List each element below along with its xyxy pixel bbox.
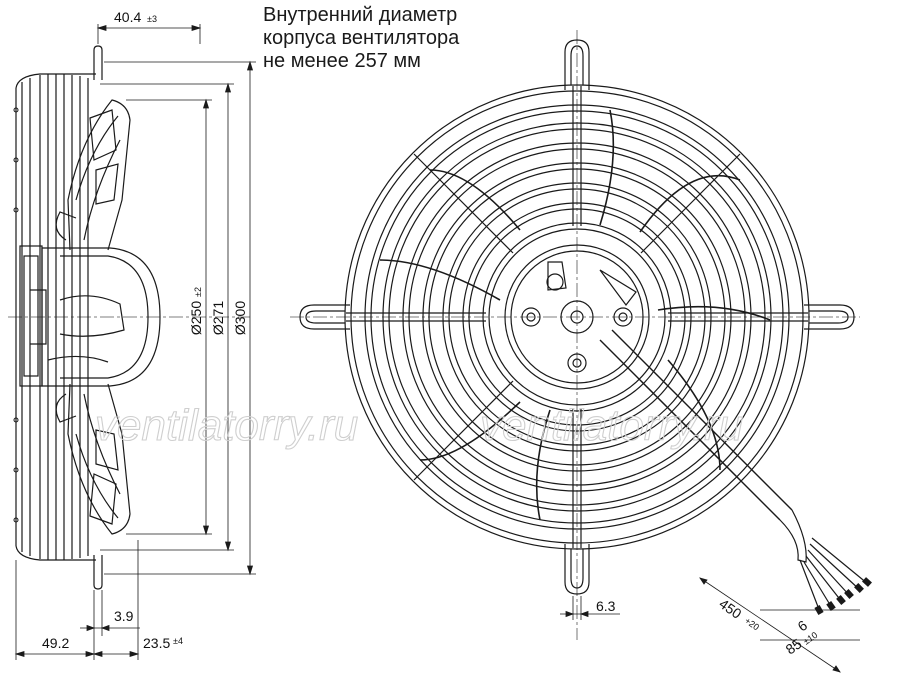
- dim-bottom-right: 23.5: [143, 635, 170, 651]
- dim-top-depth-tol: ±3: [147, 14, 157, 24]
- dim-top-depth: 40.4: [114, 9, 141, 25]
- watermark-right: ventilatorry.ru: [480, 401, 743, 450]
- dim-dia-inner-tol: ±2: [193, 287, 203, 297]
- side-view-dimensions: [14, 24, 256, 660]
- note-line-3: не менее 257 мм: [263, 50, 421, 72]
- housing-diameter-note: Внутренний диаметр корпуса вентилятора н…: [263, 4, 459, 73]
- dim-gap: 3.9: [114, 608, 134, 624]
- dim-dia-inner: Ø250: [188, 301, 204, 335]
- side-view-dimension-labels: 40.4 ±3 Ø250 ±2 Ø271 Ø300 3.9 49.2 23.5 …: [42, 9, 248, 651]
- dim-dia-outer: Ø300: [232, 301, 248, 335]
- watermarks: ventilatorry.ru ventilatorry.ru: [94, 400, 743, 450]
- side-view: [8, 45, 250, 590]
- note-line-1: Внутренний диаметр: [263, 4, 458, 26]
- dim-bottom-right-tol: ±4: [173, 636, 183, 646]
- front-view-dimensions: [560, 577, 860, 673]
- dim-cable-len-tol: +20: [743, 615, 761, 632]
- watermark-left: ventilatorry.ru: [95, 401, 358, 450]
- front-view-dimension-labels: 6.3 450 +20 6 85 ±10: [596, 595, 819, 657]
- note-line-2: корпуса вентилятора: [263, 27, 460, 49]
- dim-dia-mid: Ø271: [210, 301, 226, 335]
- dim-wire-strip: 6: [795, 617, 811, 635]
- dim-cable-len: 450: [716, 595, 744, 622]
- front-view: [290, 30, 872, 640]
- dim-mount: 6.3: [596, 598, 616, 614]
- dim-bottom-left: 49.2: [42, 635, 69, 651]
